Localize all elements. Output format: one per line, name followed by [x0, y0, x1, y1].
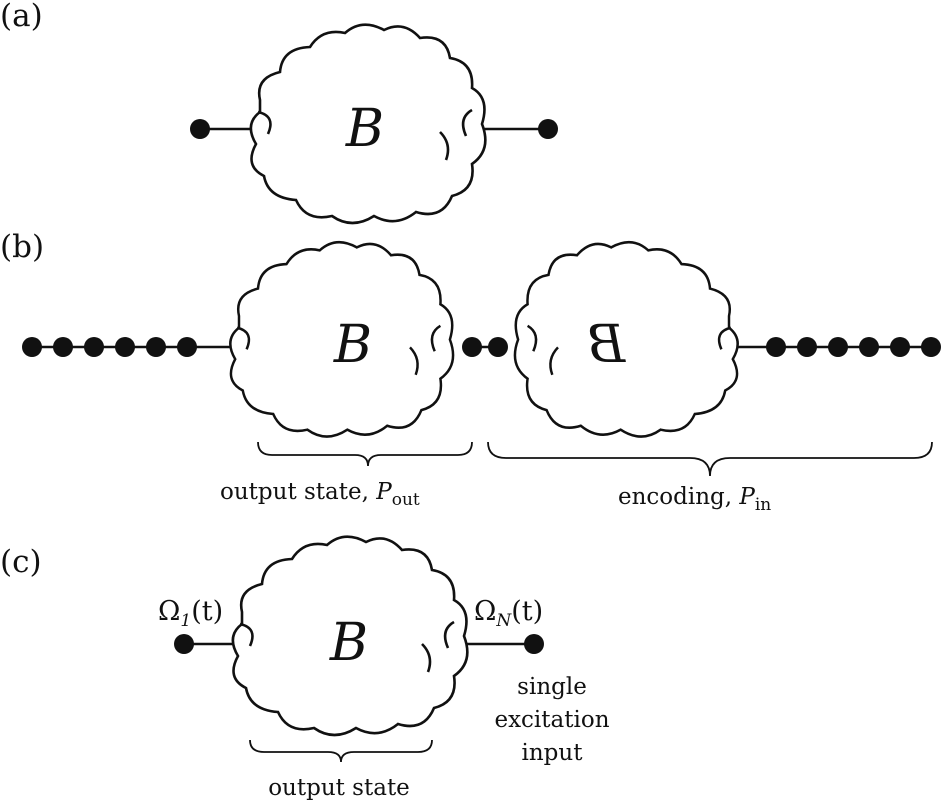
panel-c-network: B Ω1(t) ΩN(t) single excitation input ou… — [158, 535, 610, 801]
panel-b-encoding-caption-text: encoding, — [618, 484, 739, 510]
panel-c-left-node — [174, 634, 194, 654]
panel-b-left-node — [53, 337, 73, 357]
panel-b-right-node — [828, 337, 848, 357]
panel-b-output-caption: output state, Pout — [220, 479, 420, 510]
panel-c-omega-left-symbol: Ω — [158, 596, 180, 627]
panel-c-input-note-line2: excitation — [494, 707, 609, 733]
panel-b-output-brace — [257, 441, 473, 467]
panel-b-network: B B output state, Pout encoding, Pin — [22, 240, 941, 515]
panel-c-omega-right-arg: (t) — [511, 596, 543, 627]
panel-c-output-brace — [249, 739, 433, 763]
panel-b-encoding-caption: encoding, Pin — [618, 484, 771, 515]
panel-c-input-note-line3: input — [522, 740, 584, 766]
panel-a-network: B — [190, 23, 558, 225]
panel-c-cloud — [231, 535, 469, 737]
panel-c-input-note-line1: single — [517, 674, 587, 700]
panel-b-left-node — [84, 337, 104, 357]
panel-b-left-cloud-label: B — [333, 315, 372, 375]
panel-c-omega-right: ΩN(t) — [474, 596, 543, 631]
panel-b-right-node — [921, 337, 941, 357]
panel-a-cloud-notch-right — [439, 108, 473, 161]
panel-b-right-node — [797, 337, 817, 357]
panel-b-right-node — [890, 337, 910, 357]
panel-c-omega-right-sub: N — [495, 611, 512, 631]
panel-b-right-cloud — [513, 240, 739, 438]
panel-c-output-caption: output state — [268, 775, 410, 801]
panel-b-output-caption-sub: out — [392, 490, 420, 510]
panel-b-left-node — [22, 337, 42, 357]
panel-b-left-node — [115, 337, 135, 357]
panel-c-cloud-label: B — [329, 613, 368, 673]
panel-b-left-cloud — [229, 240, 455, 438]
panel-c-omega-left-arg: (t) — [191, 596, 223, 627]
panel-b-encoding-brace — [487, 441, 933, 477]
panel-c-right-node — [524, 634, 544, 654]
panel-a-right-node — [538, 119, 558, 139]
panel-b-label: (b) — [0, 229, 44, 265]
panel-c-omega-right-symbol: Ω — [474, 596, 496, 627]
panel-c-omega-left-sub: 1 — [180, 611, 191, 631]
panel-a-cloud-label: B — [345, 99, 384, 159]
panel-a-label: (a) — [0, 0, 43, 34]
panel-b-right-node — [766, 337, 786, 357]
panel-b-output-caption-var: P — [375, 479, 392, 505]
panel-b-encoding-caption-sub: in — [755, 495, 771, 515]
panel-b-right-node — [859, 337, 879, 357]
panel-a-cloud-notch-left — [257, 110, 272, 135]
panel-c-omega-left: Ω1(t) — [158, 596, 223, 631]
panel-b-left-node — [146, 337, 166, 357]
panel-b-output-caption-text: output state, — [220, 479, 376, 505]
panel-b-encoding-caption-var: P — [738, 484, 755, 510]
panel-b-junction-node — [462, 337, 482, 357]
panel-b-left-node — [177, 337, 197, 357]
panel-a-left-node — [190, 119, 210, 139]
panel-b-right-cloud-label-mirrored: B — [587, 315, 626, 375]
panel-b-junction-node — [488, 337, 508, 357]
panel-c-label: (c) — [0, 544, 42, 580]
